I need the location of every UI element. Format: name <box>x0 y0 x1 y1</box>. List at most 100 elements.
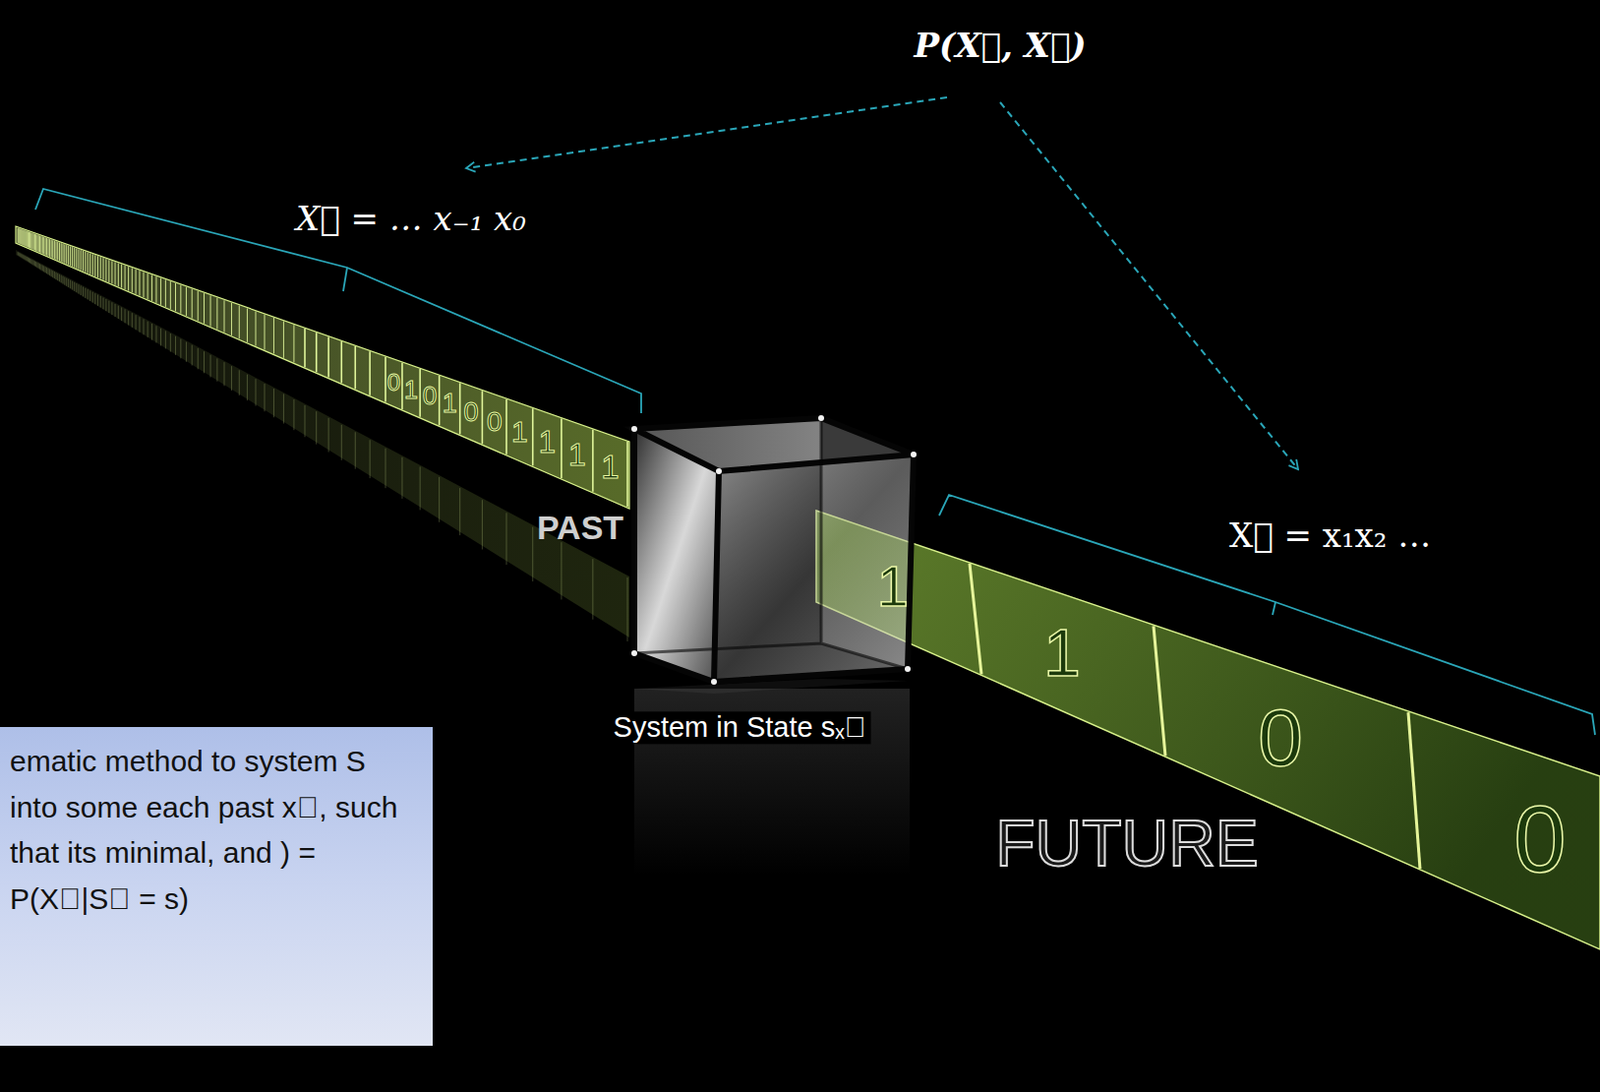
tape-cell-line <box>131 312 133 328</box>
tape-cell-line <box>62 243 64 263</box>
bit-digit: 1 <box>404 375 418 405</box>
tape-cell-line <box>283 393 285 423</box>
bit-digit: 0 <box>486 406 503 438</box>
tape-cell-line <box>54 271 56 279</box>
tape-cell-line <box>51 269 53 277</box>
tape-cell-line <box>97 295 99 306</box>
tape-cell-line <box>20 229 22 244</box>
tape-cell-line <box>57 273 59 281</box>
tape-cell-line <box>97 255 99 278</box>
tape-cell-line <box>216 297 218 330</box>
tape-cell-line <box>19 253 21 257</box>
tape-cell-line <box>179 339 181 359</box>
bit-digit: 0 <box>1257 691 1304 784</box>
tape-cell-line <box>118 263 119 288</box>
tape-cell-line <box>340 341 343 383</box>
bit-digit: 1 <box>600 448 619 486</box>
tape-cell-line <box>63 243 65 263</box>
tape-cell-line <box>185 342 187 362</box>
tape-cell-line <box>481 390 484 444</box>
tape-cell-line <box>26 231 28 247</box>
tape-cell-line <box>328 417 330 453</box>
tape-cell-line <box>273 388 275 417</box>
tape-cell-line <box>283 320 285 357</box>
tape-cell-line <box>238 305 240 340</box>
tape-cell-line <box>69 280 71 290</box>
tape-cell-line <box>18 252 20 256</box>
tape-cell-line <box>18 228 20 243</box>
tape-cell-line <box>111 301 113 315</box>
tape-cell-line <box>29 232 31 248</box>
bit-digit: 1 <box>877 553 909 620</box>
tape-cell-line <box>151 323 153 341</box>
tape-cell-line <box>75 283 77 293</box>
tape-cell-line <box>627 577 629 642</box>
tape-cell-line <box>78 248 80 269</box>
tape-cell-line <box>17 228 19 243</box>
tape-cell-line <box>127 266 129 291</box>
future-tape <box>816 510 1600 949</box>
bit-digit: 1 <box>1043 613 1081 691</box>
tape-cell-line <box>327 337 330 378</box>
tape-cell-line <box>40 236 42 253</box>
tape-cell-line <box>87 252 89 274</box>
tape-cell-line <box>224 299 226 332</box>
cube-corner <box>631 425 638 432</box>
future-label: FUTURE <box>995 806 1259 882</box>
tape-cell-line <box>384 356 387 403</box>
tape-cell-line <box>155 276 157 303</box>
tape-cell-line <box>42 265 44 272</box>
bit-digit: 0 <box>422 381 437 412</box>
tape-cell-line <box>19 228 21 243</box>
tape-cell-line <box>385 448 387 488</box>
tape-cell-line <box>160 278 162 305</box>
tape-cell-line <box>138 270 140 296</box>
tape-cell-line <box>170 281 172 309</box>
tape-cell-line <box>54 240 56 259</box>
tape-cell-line <box>22 254 24 259</box>
tape-cell-line <box>203 293 205 324</box>
tape-cell-line <box>315 411 317 444</box>
tape-cell-line <box>100 256 102 279</box>
tape-cell-line <box>67 245 69 265</box>
tape-cell-line <box>42 237 44 254</box>
cube-corner <box>910 451 917 458</box>
tape-cell-line <box>103 257 105 280</box>
tape-cell-line <box>138 316 140 333</box>
tape-cell-line <box>1408 711 1421 869</box>
tape-cell-line <box>210 295 212 326</box>
tape-cell-line <box>27 257 29 262</box>
tape-cell-line <box>626 441 629 507</box>
tape-cell-line <box>69 245 71 266</box>
tape-cell-line <box>532 408 534 466</box>
tape-cell-line <box>238 369 240 396</box>
tape-cell-line <box>341 424 343 461</box>
tape-cell-line <box>38 262 40 268</box>
tape-cell-line <box>71 246 73 267</box>
tape-cell-line <box>35 261 37 267</box>
tape-cell-line <box>28 257 30 262</box>
tape-cell-line <box>23 254 25 259</box>
tape-cell-line <box>224 361 226 386</box>
tape-cell-line <box>231 365 233 391</box>
tape-cell-line <box>438 375 441 425</box>
tape-cell-line <box>135 314 137 330</box>
tape-cell-line <box>304 405 306 437</box>
tape-cell-line <box>35 234 37 251</box>
tape-cell-line <box>28 232 30 248</box>
tape-cell-line <box>34 260 36 266</box>
tape-cell-line <box>438 476 440 523</box>
tape-cell-line <box>33 233 35 249</box>
cube-corners <box>631 414 917 685</box>
tape-cell-line <box>71 281 73 291</box>
tape-cell-line <box>143 272 145 298</box>
tape-cell-line <box>105 298 107 311</box>
system-state-label: System in State sₓ⃖ <box>608 711 872 744</box>
past-tape <box>15 226 630 509</box>
tape-cell-line <box>59 274 60 282</box>
tape-cell-line <box>203 351 205 373</box>
bit-digit: 1 <box>442 389 458 420</box>
cube-corner <box>631 650 638 656</box>
past-label: PAST <box>536 508 624 547</box>
tape-cell-line <box>20 253 22 258</box>
